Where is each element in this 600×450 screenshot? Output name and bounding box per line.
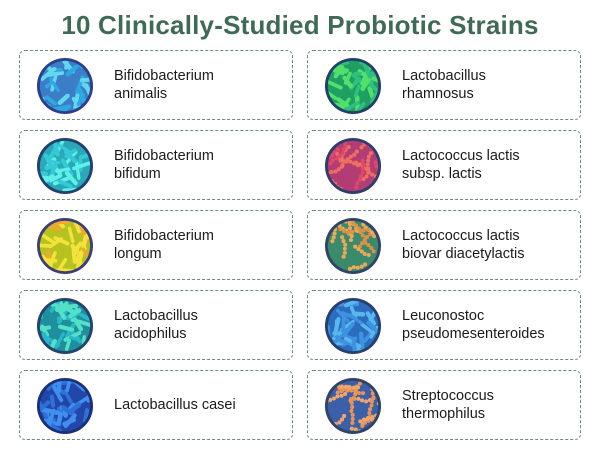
strain-card: Leuconostoc pseudomesenteroides [307, 290, 581, 360]
page-title: 10 Clinically-Studied Probiotic Strains [61, 10, 539, 40]
strain-name: Bifidobacterium bifidum [114, 148, 214, 182]
strain-name: Streptococcus thermophilus [402, 388, 494, 422]
rod-bacteria-icon [324, 297, 382, 355]
rod-bacteria-icon [36, 137, 94, 195]
strain-name: Lactococcus lactis subsp. lactis [402, 148, 520, 182]
strain-card: Lactococcus lactis biovar diacetylactis [307, 210, 581, 280]
strain-card: Lactococcus lactis subsp. lactis [307, 130, 581, 200]
strain-name: Lactobacillus casei [114, 397, 236, 413]
cocci-bacteria-icon [324, 137, 382, 195]
strain-name: Bifidobacterium longum [114, 228, 214, 262]
strain-card: Lactobacillus casei [19, 370, 293, 440]
rod-bacteria-icon [36, 297, 94, 355]
strain-card: Streptococcus thermophilus [307, 370, 581, 440]
rod-bacteria-icon [36, 377, 94, 435]
strain-card: Bifidobacterium longum [19, 210, 293, 280]
rod-bacteria-icon [36, 217, 94, 275]
strain-card: Lactobacillus rhamnosus [307, 50, 581, 120]
strain-name: Lactobacillus acidophilus [114, 308, 198, 342]
strain-name: Leuconostoc pseudomesenteroides [402, 308, 545, 342]
strain-name: Bifidobacterium animalis [114, 68, 214, 102]
cocci-bacteria-icon [324, 377, 382, 435]
strain-card: Bifidobacterium animalis [19, 50, 293, 120]
strain-card: Bifidobacterium bifidum [19, 130, 293, 200]
strain-card: Lactobacillus acidophilus [19, 290, 293, 360]
cocci-bacteria-icon [324, 217, 382, 275]
rod-bacteria-icon [324, 57, 382, 115]
rod-bacteria-icon [36, 57, 94, 115]
strain-name: Lactococcus lactis biovar diacetylactis [402, 228, 525, 262]
strain-name: Lactobacillus rhamnosus [402, 68, 486, 102]
